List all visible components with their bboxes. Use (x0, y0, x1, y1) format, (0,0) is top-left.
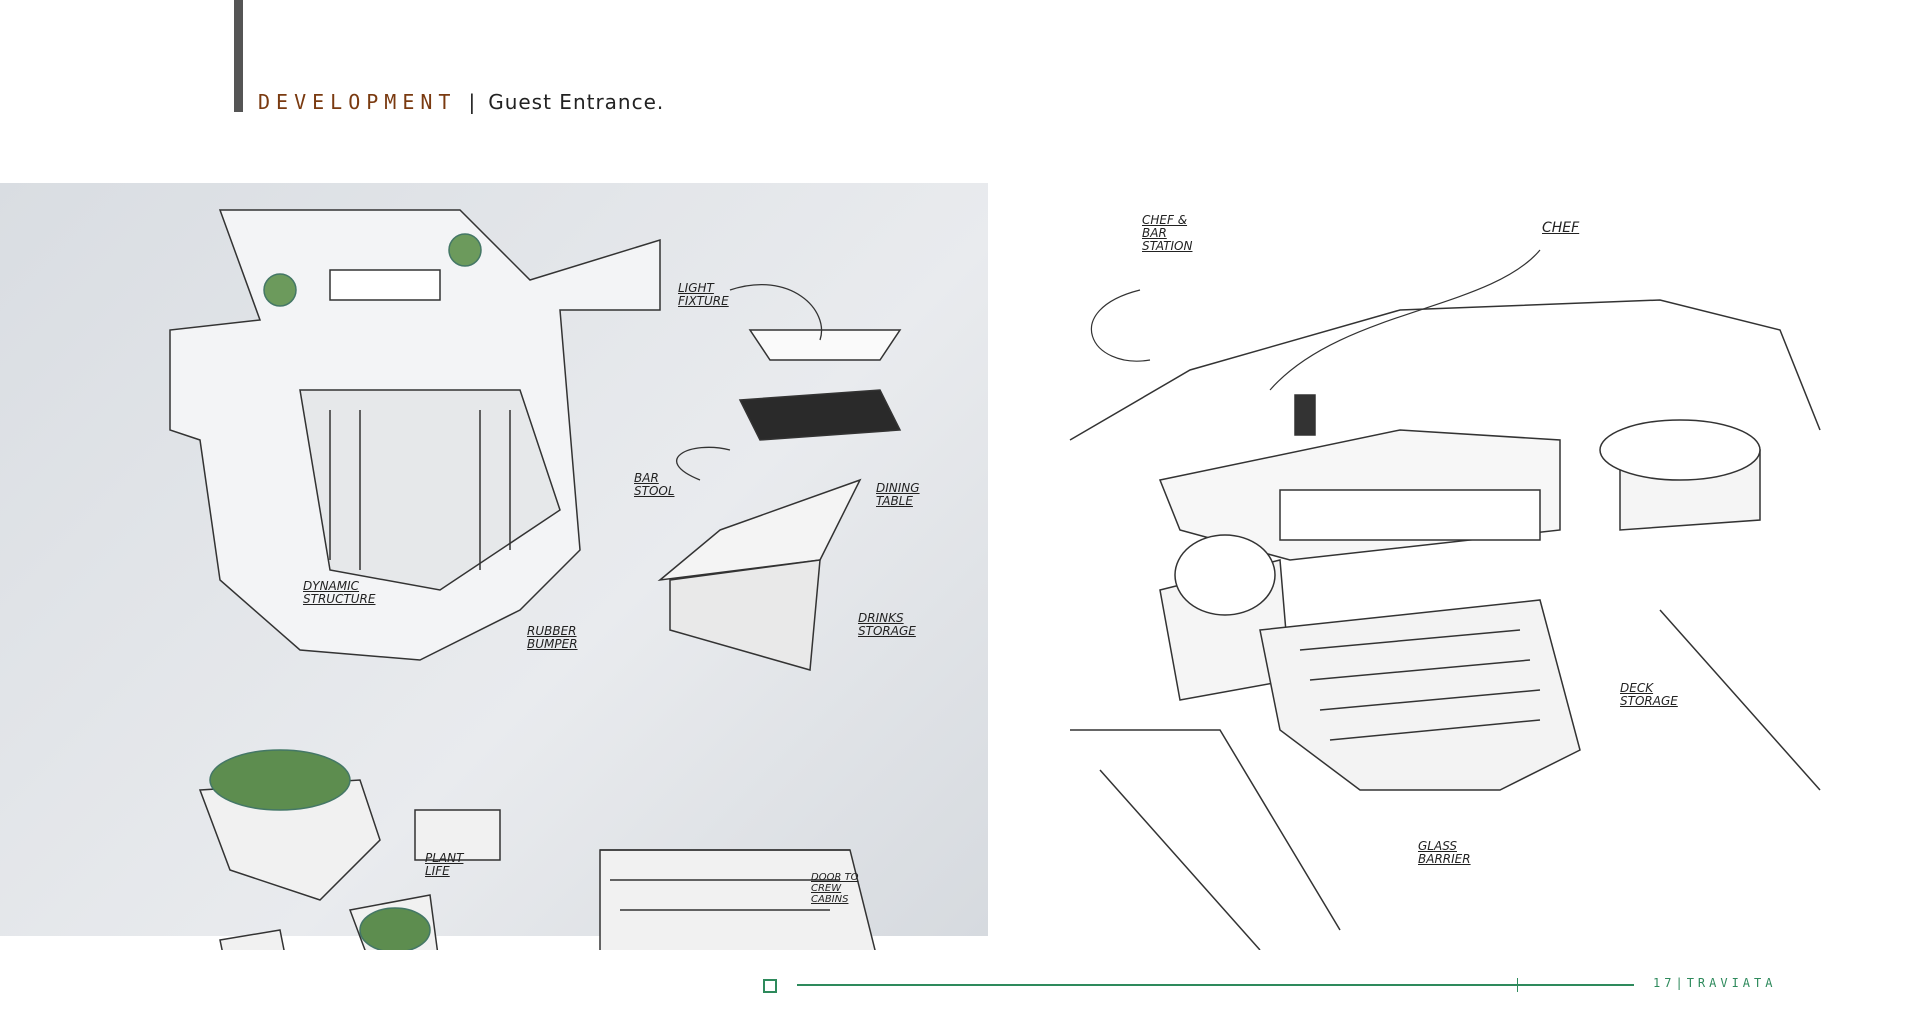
left-concept-sketch (169, 209, 902, 950)
footer-page-brand: 17|TRAVIATA (1653, 976, 1776, 990)
footer-rule (797, 984, 1634, 986)
label-dynamic-structure: Dynamic Structure (303, 579, 376, 606)
label-plant-life: Plant Life (425, 851, 464, 878)
section-title: DEVELOPMENT (258, 90, 457, 114)
header-accent-bar (234, 0, 243, 112)
label-glass-barrier: Glass Barrier (1418, 839, 1471, 866)
label-chef: Chef (1542, 220, 1580, 236)
label-deck-storage: Deck Storage (1620, 681, 1678, 708)
right-concept-sketch (1069, 249, 1821, 950)
label-chef-bar-station: Chef & Bar Station (1142, 213, 1193, 253)
footer-square-icon (763, 979, 777, 993)
label-door-to-crew-cabins: Door to Crew Cabins (811, 872, 859, 905)
label-light-fixture: Light Fixture (678, 281, 729, 308)
label-drinks-storage: Drinks Storage (858, 611, 916, 638)
title-separator: | (468, 90, 477, 114)
page-number: 17 (1653, 976, 1676, 990)
label-bar-stool: Bar Stool (634, 471, 675, 498)
label-rubber-bumper: Rubber Bumper (527, 624, 578, 651)
page-title: DEVELOPMENT | Guest Entrance. (258, 90, 664, 114)
page-subtitle: Guest Entrance. (488, 90, 665, 114)
label-dining-table: Dining Table (876, 481, 920, 508)
footer-separator: | (1675, 976, 1687, 990)
brand-name: TRAVIATA (1686, 976, 1777, 990)
footer-tick (1517, 978, 1518, 992)
